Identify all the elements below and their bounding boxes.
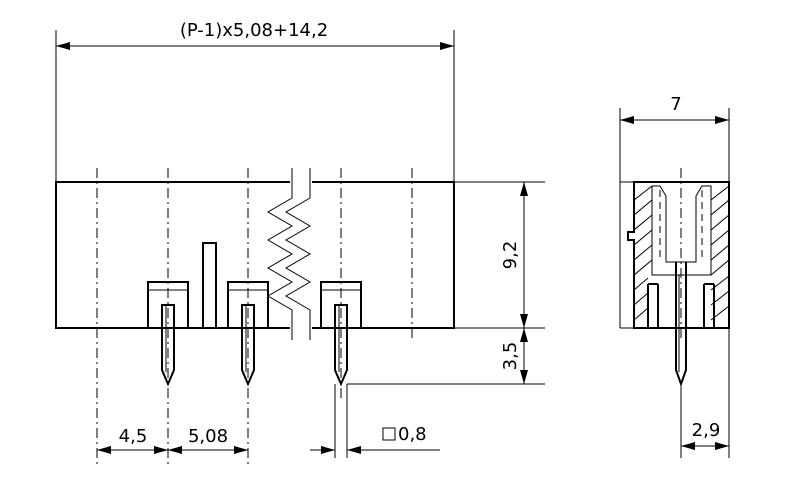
pin-pocket-1 bbox=[147, 281, 189, 328]
side-view bbox=[619, 168, 730, 387]
pin-pocket-2 bbox=[227, 281, 269, 328]
pin-1 bbox=[161, 304, 175, 387]
overall-length-label: (P-1)x5,08+14,2 bbox=[180, 20, 328, 41]
side-feet bbox=[647, 283, 715, 328]
height-label: 9,2 bbox=[500, 241, 521, 270]
side-hatch-left bbox=[633, 185, 653, 321]
pin-pocket-3 bbox=[320, 281, 362, 328]
depth-label: 7 bbox=[670, 94, 681, 115]
pin-3 bbox=[334, 304, 348, 387]
break-line-left bbox=[267, 168, 293, 340]
side-dimensions: 7 2,9 bbox=[619, 94, 730, 458]
side-hatch-right bbox=[710, 185, 730, 321]
edge-offset-label: 4,5 bbox=[119, 426, 148, 447]
front-body-right bbox=[312, 181, 455, 329]
square-symbol bbox=[382, 427, 396, 441]
front-view bbox=[55, 168, 455, 465]
front-dimensions: (P-1)x5,08+14,2 9,2 3,5 4,5 5,08 0,8 bbox=[55, 20, 545, 458]
pin-2 bbox=[241, 304, 255, 387]
pin-length-label: 3,5 bbox=[500, 342, 521, 371]
pin-section-label: 0,8 bbox=[398, 424, 427, 445]
pitch-label: 5,08 bbox=[188, 426, 228, 447]
side-pin-offset-label: 2,9 bbox=[692, 420, 721, 441]
side-body-outline bbox=[627, 181, 730, 329]
break-line-right bbox=[285, 168, 311, 340]
polarization-rib bbox=[202, 242, 217, 329]
contact-cavity bbox=[651, 185, 712, 276]
